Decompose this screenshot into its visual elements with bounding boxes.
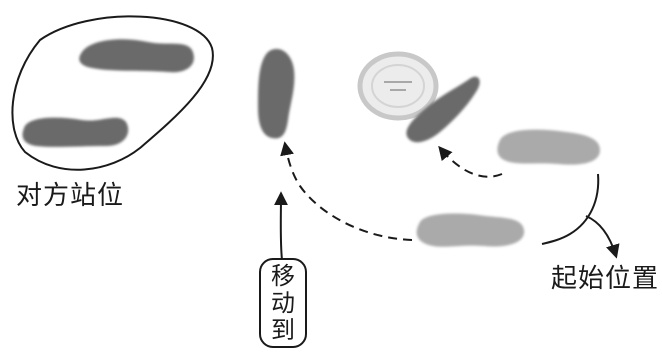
footprint-icon [258, 49, 294, 138]
start-position-label: 起始位置 [551, 266, 659, 292]
footprint-icon [497, 130, 600, 165]
start-position-bracket [542, 174, 598, 244]
start-label-arrow [586, 216, 616, 256]
move-callout-arrow [281, 194, 282, 260]
opponent-area-outline [12, 16, 213, 169]
move-to-char: 动 [271, 290, 295, 317]
move-to-label: 移 动 到 [259, 258, 307, 348]
opponent-position-label: 对方站位 [16, 183, 124, 209]
footprint-icon [79, 39, 194, 72]
move-arrow-upper [440, 148, 502, 177]
footprint-icon [23, 118, 129, 147]
move-arrow-lower [285, 144, 412, 240]
footprint-icon [417, 214, 525, 247]
move-to-char: 到 [271, 317, 295, 344]
move-to-char: 移 [271, 263, 295, 290]
table-tennis-ball-icon [360, 54, 436, 118]
